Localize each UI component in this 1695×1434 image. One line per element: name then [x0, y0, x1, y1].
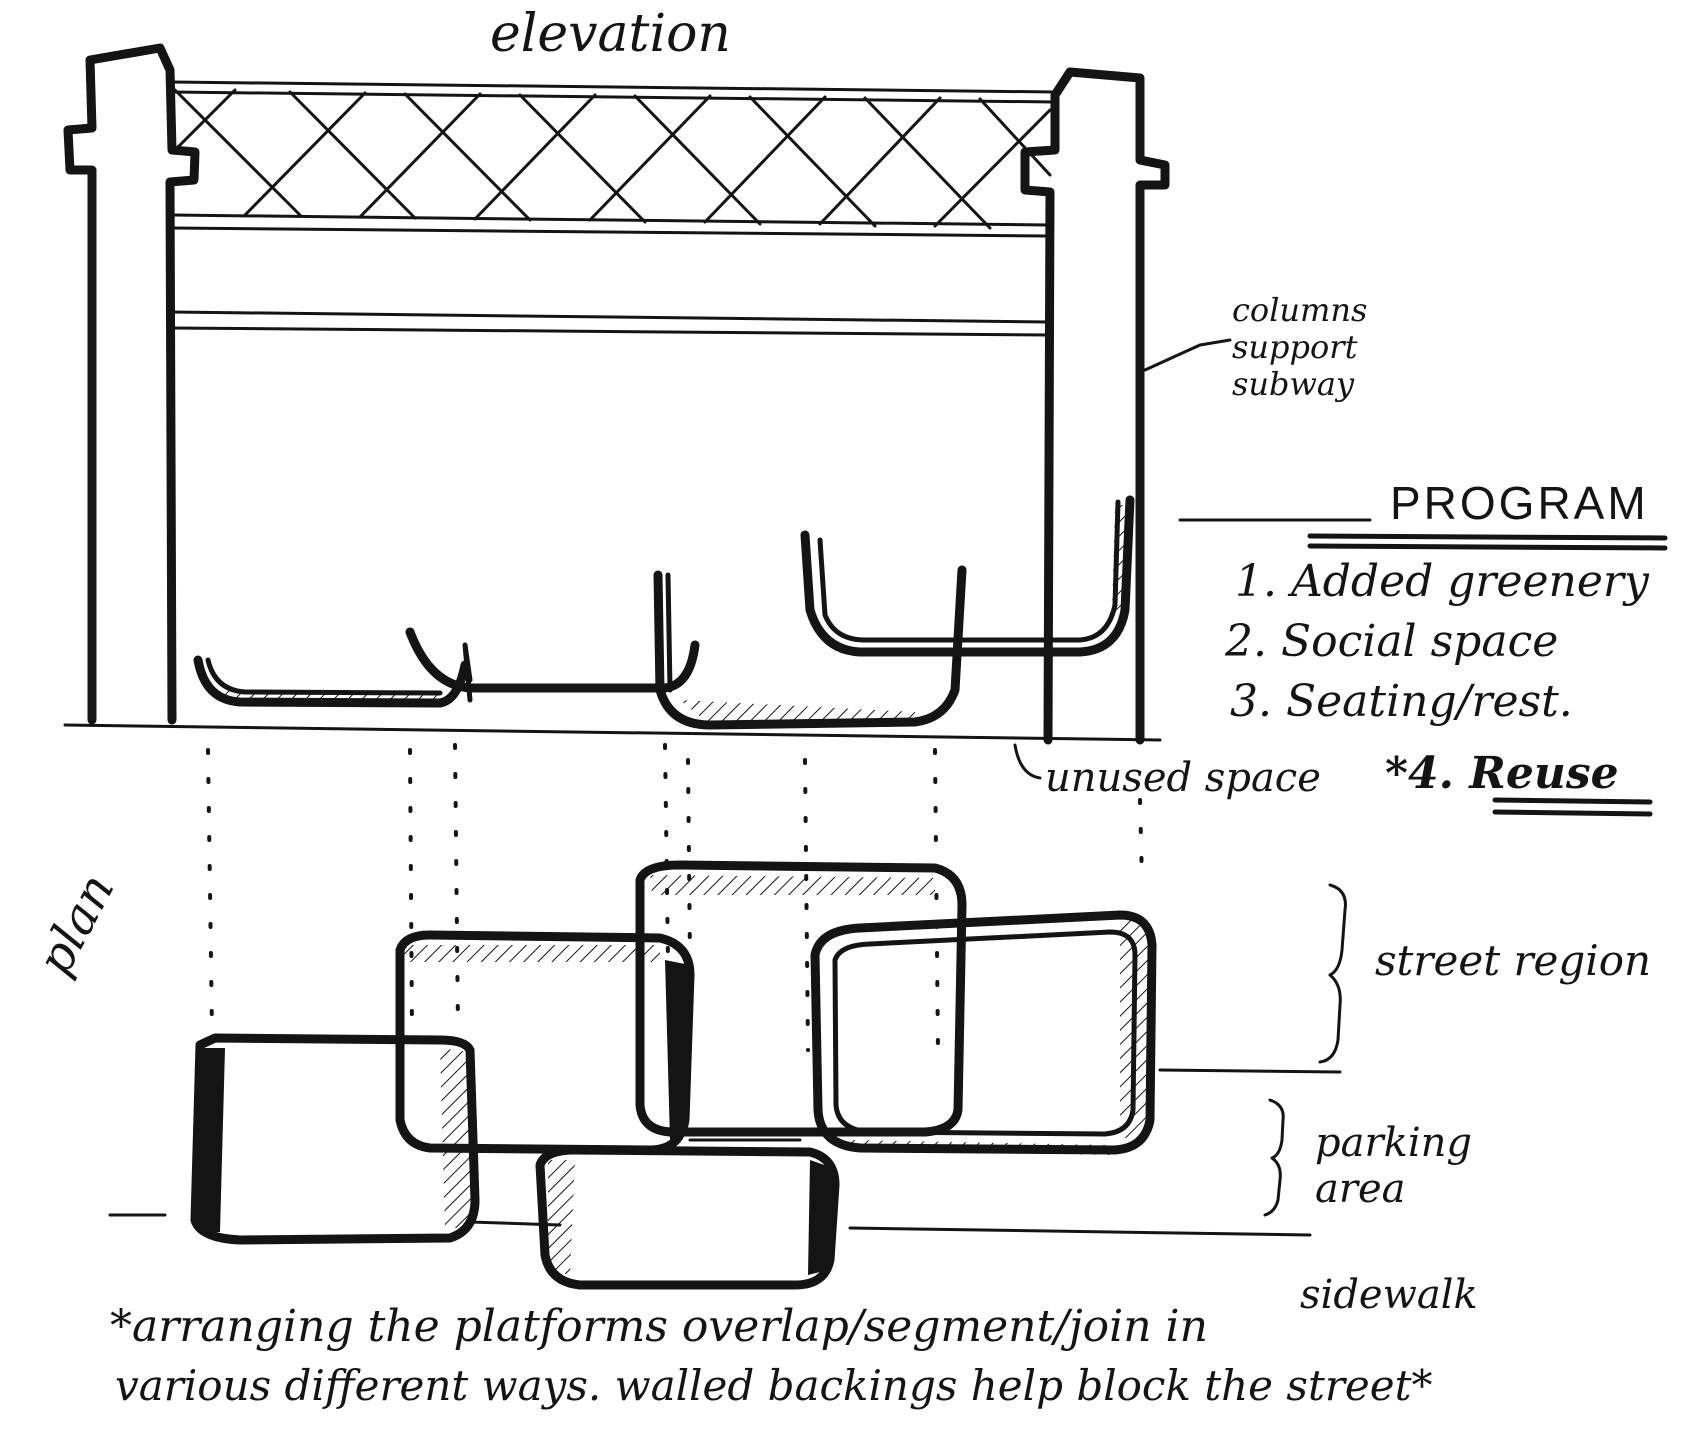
program-item-3: 3. Seating/rest.	[1230, 676, 1573, 727]
sidewalk-label: sidewalk	[1300, 1272, 1478, 1318]
platform-elevation-2	[405, 627, 700, 703]
street-region-label: street region	[1375, 936, 1652, 985]
lattice-bottom-rail	[170, 213, 1050, 238]
parking-area-label: parking area	[1315, 1120, 1472, 1212]
plan-line-sidewalk	[108, 1213, 1312, 1237]
program-item-2: 2. Social space	[1225, 616, 1559, 667]
platform-elevation-3	[653, 565, 967, 730]
ground-line	[63, 723, 1162, 742]
lattice-diagonals	[173, 88, 1052, 230]
lattice-top-rail	[170, 80, 1057, 104]
columns-note: columns support subway	[1232, 291, 1368, 403]
street-region-brace	[1318, 883, 1347, 1064]
left-column	[63, 43, 200, 725]
plan-platform-b	[395, 930, 695, 1155]
program-underline	[1307, 533, 1668, 551]
columns-note-leader	[1143, 338, 1232, 372]
unused-space-label: unused space	[1045, 755, 1321, 801]
program-item-4: *4. Reuse	[1385, 748, 1619, 799]
plan-platform-d	[535, 1145, 840, 1290]
note-line-2: various different ways. walled backings …	[115, 1361, 1433, 1410]
right-column	[1020, 67, 1170, 745]
plan-line-street	[688, 1068, 1342, 1142]
deck-line-lower	[170, 326, 1050, 337]
platform-elevation-4	[800, 495, 1135, 657]
parking-area-brace	[1263, 1098, 1285, 1217]
deck-line-upper	[170, 310, 1050, 324]
plan-platform-a	[190, 1033, 480, 1245]
plan-drawing	[108, 860, 1347, 1290]
elevation-drawing	[63, 43, 1668, 817]
elevation-label: elevation	[490, 4, 731, 64]
program-title: PROGRAM	[1390, 477, 1649, 529]
plan-platform-c	[635, 860, 967, 1137]
note-line-1: *arranging the platforms overlap/segment…	[110, 1301, 1208, 1352]
program-item-1: 1. Added greenery	[1235, 556, 1649, 607]
reuse-underline	[1492, 797, 1653, 817]
projection-lines	[206, 743, 1144, 1052]
plan-platform-e	[810, 910, 1157, 1155]
